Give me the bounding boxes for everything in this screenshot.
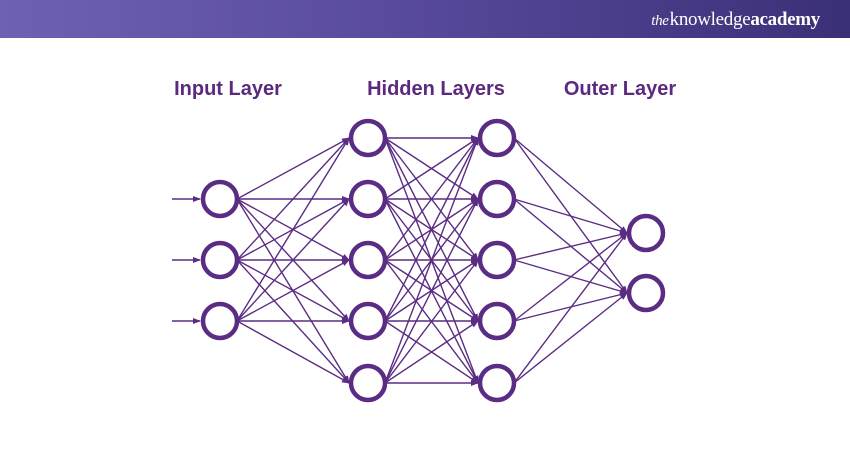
logo-the: the	[651, 12, 669, 29]
connection-line	[236, 259, 350, 322]
input-node	[200, 240, 240, 280]
connection-line	[513, 137, 628, 234]
connection-line	[384, 137, 479, 322]
output-node	[626, 213, 666, 253]
input-node	[200, 301, 240, 341]
connection-line	[236, 137, 350, 261]
connection-line	[384, 137, 479, 261]
hidden-2-node	[477, 118, 517, 158]
connection-line	[236, 137, 350, 200]
connections-group	[236, 135, 628, 386]
hidden-2-node	[477, 240, 517, 280]
label-outer-layer: Outer Layer	[563, 78, 677, 100]
logo-knowledge: knowledge	[669, 8, 751, 30]
connection-line	[236, 137, 350, 322]
connection-line	[513, 231, 628, 261]
connection-line	[513, 232, 628, 322]
hidden-1-node	[348, 118, 388, 158]
connection-line	[384, 198, 479, 384]
hidden-2-node	[477, 363, 517, 403]
output-node	[626, 273, 666, 313]
connection-line	[513, 292, 628, 384]
input-node	[200, 179, 240, 219]
connection-line	[236, 198, 350, 322]
label-input-layer: Input Layer	[174, 78, 282, 100]
hidden-1-node	[348, 363, 388, 403]
connection-line	[513, 198, 628, 234]
logo-academy: academy	[750, 8, 820, 30]
connection-line	[384, 259, 479, 384]
hidden-2-node	[477, 179, 517, 219]
knowledge-academy-logo: theknowledgeacademy	[651, 10, 820, 29]
hidden-2-node	[477, 301, 517, 341]
connection-line	[513, 232, 628, 384]
hidden-1-node	[348, 301, 388, 341]
connection-line	[384, 320, 479, 384]
nodes-group	[200, 118, 666, 403]
input-arrows-group	[172, 196, 201, 324]
connection-line	[384, 137, 479, 200]
connection-line	[236, 320, 350, 384]
label-hidden-layers: Hidden Layers	[367, 78, 505, 100]
connection-line	[384, 137, 479, 384]
hidden-1-node	[348, 179, 388, 219]
hidden-1-node	[348, 240, 388, 280]
header-bar: theknowledgeacademy	[0, 0, 850, 38]
